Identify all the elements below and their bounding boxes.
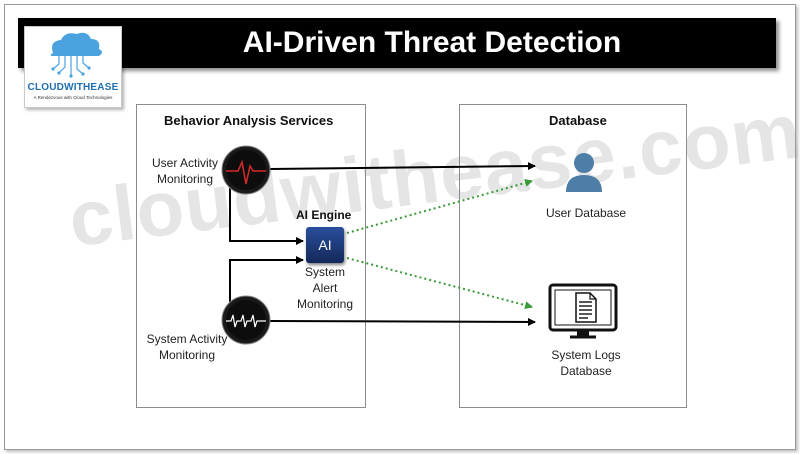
ai-to-user-db-dotted-arrow <box>346 179 533 234</box>
user-database-label: User Database <box>545 206 627 220</box>
ai-engine-title: AI Engine <box>296 208 352 222</box>
cloud-logo-icon <box>50 32 102 78</box>
system-activity-to-ai-arrow <box>229 256 304 302</box>
title-bar: AI-Driven Threat Detection <box>18 18 776 68</box>
system-activity-to-logs-arrow <box>269 317 536 326</box>
page-title: AI-Driven Threat Detection <box>242 26 622 59</box>
user-database-icon <box>566 153 602 192</box>
database-panel <box>459 104 687 408</box>
user-activity-to-user-db-arrow <box>269 162 536 171</box>
database-title: Database <box>549 113 607 128</box>
system-alert-label: System Alert Monitoring <box>296 265 354 311</box>
ai-engine-icon-text: AI <box>318 237 332 253</box>
user-activity-pulse-icon <box>221 145 271 195</box>
system-activity-heartbeat-icon <box>221 295 271 345</box>
ai-engine-icon: AI <box>306 227 344 263</box>
behavior-analysis-title: Behavior Analysis Services <box>164 113 334 128</box>
user-activity-label: User Activity Monitoring <box>151 156 218 186</box>
user-activity-to-ai-arrow <box>229 188 304 245</box>
behavior-analysis-panel <box>136 104 366 408</box>
system-logs-monitor-icon <box>548 283 618 339</box>
logo: CLOUDWITHEASE A Rendezvous with Cloud Te… <box>24 26 122 108</box>
logo-name: CLOUDWITHEASE <box>27 82 119 93</box>
system-logs-label: System Logs Database <box>551 348 621 378</box>
ai-to-logs-dotted-arrow <box>346 257 533 310</box>
system-activity-label: System Activity Monitoring <box>146 332 228 362</box>
logo-tagline: A Rendezvous with Cloud Technologies <box>33 95 113 100</box>
